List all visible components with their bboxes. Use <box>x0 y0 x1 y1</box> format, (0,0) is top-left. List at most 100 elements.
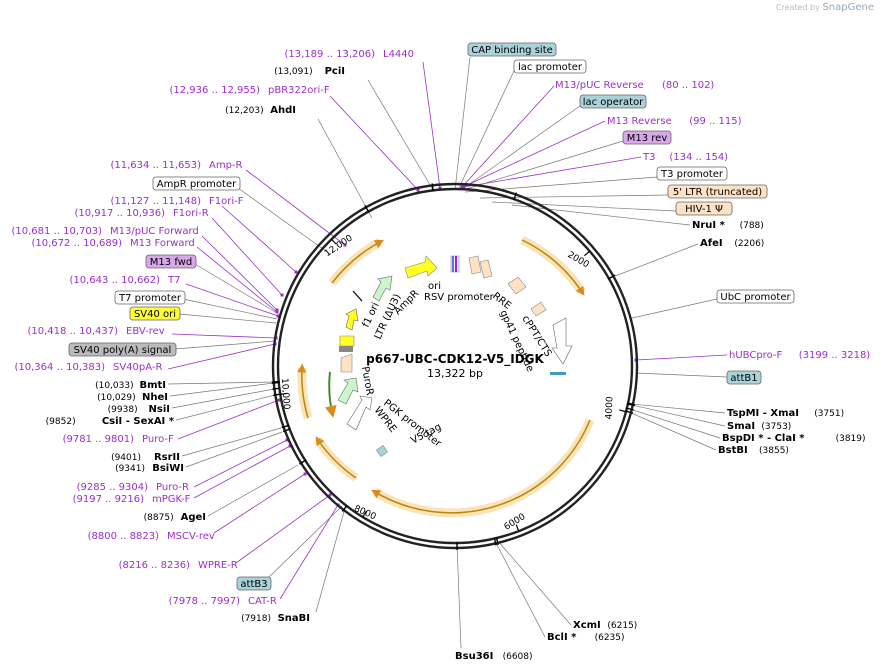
leader-lines <box>167 56 728 649</box>
feature-name: M13 rev <box>627 133 668 144</box>
primer-m13-puc-reverse[interactable]: M13/pUC Reverse(80 .. 102) <box>555 80 714 91</box>
site-tick <box>513 192 518 201</box>
feature-label-cap-binding-site[interactable]: CAP binding site <box>467 42 557 57</box>
primer-site <box>285 438 289 442</box>
enzyme-site-bsiwi[interactable]: BsiWI(9341) <box>115 463 184 474</box>
primer-leader <box>171 333 277 339</box>
enzyme-site-bcli[interactable]: BclI *(6235) <box>547 632 625 643</box>
enzyme-name: AfeI <box>700 238 723 249</box>
primer-mpgk-f[interactable]: mPGK-F(9197 .. 9216) <box>73 494 191 505</box>
backbone-inner-ring <box>276 187 634 545</box>
enzyme-site-afei[interactable]: AfeI(2206) <box>700 238 764 249</box>
primer-puro-r[interactable]: Puro-R(9285 .. 9304) <box>77 482 189 493</box>
enzyme-site-xcmi[interactable]: XcmI(6215) <box>573 620 637 631</box>
site-tick <box>272 387 281 390</box>
enzyme-site-bsu36i[interactable]: Bsu36I(6608) <box>455 651 533 662</box>
scale-tick-mark <box>362 510 367 518</box>
enzyme-site-pcii[interactable]: PciI(13,091) <box>274 66 345 77</box>
feature-box <box>656 166 728 181</box>
feature-label-m13-rev[interactable]: M13 rev <box>622 130 672 145</box>
enzyme-position: (9938) <box>108 405 138 415</box>
feature-label-m13-fwd[interactable]: M13 fwd <box>145 254 197 269</box>
primer-range: (10,643 .. 10,662) <box>70 275 161 286</box>
enzyme-site-smai[interactable]: SmaI(3753) <box>727 421 791 432</box>
enzyme-site-csii-sexai[interactable]: CsiI - SexAI *(9852) <box>46 416 175 427</box>
feature-label-hiv-1[interactable]: HIV-1 Ψ <box>675 201 733 216</box>
feature-label-lac-promoter[interactable]: lac promoter <box>513 59 587 74</box>
enzyme-site-rsrii[interactable]: RsrII(9401) <box>111 452 180 463</box>
feature-labels: CAP binding site lac promoter lac operator… <box>68 42 795 591</box>
primer-m13-puc-forward[interactable]: M13/pUC Forward(10,681 .. 10,703) <box>12 226 199 237</box>
ubc-promoter-arrow <box>551 317 573 365</box>
enzyme-site-agei[interactable]: AgeI(8875) <box>144 512 206 523</box>
primer-sv40pa-r[interactable]: SV40pA-R(10,364 .. 10,383) <box>15 362 163 373</box>
primer-t3[interactable]: T3(134 .. 154) <box>642 152 728 163</box>
feature-label-sv40-ori[interactable]: SV40 ori <box>129 306 181 321</box>
enzyme-site-bspdi-clai[interactable]: BspDI * - ClaI *(3819) <box>722 433 866 444</box>
primer-t7[interactable]: T7(10,643 .. 10,662) <box>70 275 181 286</box>
credit-prefix: Created by <box>775 3 820 12</box>
primer-f1ori-f[interactable]: F1ori-F(11,127 .. 11,148) <box>111 196 244 207</box>
primer-name: EBV-rev <box>126 326 165 337</box>
feature-label-t3-promoter[interactable]: T3 promoter <box>656 166 728 181</box>
pgk-promoter-arrow <box>346 395 373 431</box>
enzyme-site-nrui[interactable]: NruI *(788) <box>692 220 764 231</box>
sv40-ori-box <box>339 335 355 347</box>
primer-f1ori-r[interactable]: F1ori-R(10,917 .. 10,936) <box>75 208 209 219</box>
enzyme-leader <box>367 79 434 191</box>
primer-cat-r[interactable]: CAT-R(7978 .. 7997) <box>169 596 277 607</box>
enzyme-name: XcmI <box>573 620 601 631</box>
f1-ori-arrow <box>345 308 359 331</box>
ring-ticks <box>271 183 636 550</box>
feature-leader <box>460 105 581 191</box>
enzyme-position: (3855) <box>759 446 789 456</box>
primer-l4440[interactable]: L4440(13,189 .. 13,206) <box>285 49 415 60</box>
scale-tick-mark <box>619 409 627 413</box>
enzyme-site-nsii[interactable]: NsiI(9938) <box>108 404 170 415</box>
primer-hubcpro-f[interactable]: hUBCpro-F(3199 .. 3218) <box>729 350 870 361</box>
feature-name: SV40 poly(A) signal <box>74 345 172 356</box>
feature-label-lac-operator[interactable]: lac operator <box>579 94 647 109</box>
feature-label-attb3[interactable]: attB3 <box>236 576 272 591</box>
enzyme-leader <box>167 381 275 385</box>
feature-label-sv40-poly-a-signal[interactable]: SV40 poly(A) signal <box>68 342 177 357</box>
feature-label-ampr-promoter[interactable]: AmpR promoter <box>152 176 241 191</box>
primer-leader <box>245 169 346 246</box>
primer-name: M13 Reverse <box>607 116 672 127</box>
primer-pbr322ori-f[interactable]: pBR322ori-F(12,936 .. 12,955) <box>170 85 330 96</box>
enzyme-site-tspmi-xmai[interactable]: TspMI - XmaI(3751) <box>727 408 844 419</box>
primer-leader <box>329 95 419 191</box>
primer-name: T3 <box>642 152 655 163</box>
site-tick <box>626 403 635 407</box>
primer-range: (80 .. 102) <box>662 80 714 91</box>
site-tick <box>271 381 280 384</box>
enzyme-site-bstbi[interactable]: BstBI(3855) <box>718 445 789 456</box>
feature-label-attb1[interactable]: attB1 <box>726 370 762 385</box>
primer-site <box>275 308 279 312</box>
plasmid-name: p667-UBC-CDK12-V5_IDGK <box>366 352 544 367</box>
hiv-psi-box <box>479 259 493 279</box>
primer-wpre-r[interactable]: WPRE-R(8216 .. 8236) <box>119 560 238 571</box>
primer-mscv-rev[interactable]: MSCV-rev(8800 .. 8823) <box>88 531 215 542</box>
primer-puro-f[interactable]: Puro-F(9781 .. 9801) <box>63 434 174 445</box>
feature-label-ubc-promoter[interactable]: UbC promoter <box>716 289 795 304</box>
feature-label-5-ltr-truncated[interactable]: 5' LTR (truncated) <box>667 184 768 199</box>
ori-arrow <box>404 255 438 279</box>
primer-m13-reverse[interactable]: M13 Reverse (99 .. 115) <box>607 116 742 127</box>
feature-box <box>675 201 733 216</box>
feature-leader <box>237 187 331 255</box>
site-tick <box>493 537 497 546</box>
primer-amp-r[interactable]: Amp-R(11,634 .. 11,653) <box>111 160 243 171</box>
primer-ebv-rev[interactable]: EBV-rev(10,418 .. 10,437) <box>28 326 165 337</box>
enzyme-site-snabi[interactable]: SnaBI(7918) <box>241 613 310 624</box>
enzyme-leader <box>317 118 373 219</box>
enzyme-site-nhei[interactable]: NheI(10,029) <box>97 392 168 403</box>
primer-range: (99 .. 115) <box>689 116 741 127</box>
enzyme-site-bmti[interactable]: BmtI(10,033) <box>95 380 166 391</box>
enzyme-site-ahdi[interactable]: AhdI(12,203) <box>225 105 296 116</box>
primer-m13-forward[interactable]: M13 Forward(10,672 .. 10,689) <box>32 238 195 249</box>
feature-leader <box>464 176 658 193</box>
sv40-polya-box <box>339 346 353 352</box>
feature-label-t7-promoter[interactable]: T7 promoter <box>114 290 186 305</box>
primer-range: (11,127 .. 11,148) <box>111 196 202 207</box>
